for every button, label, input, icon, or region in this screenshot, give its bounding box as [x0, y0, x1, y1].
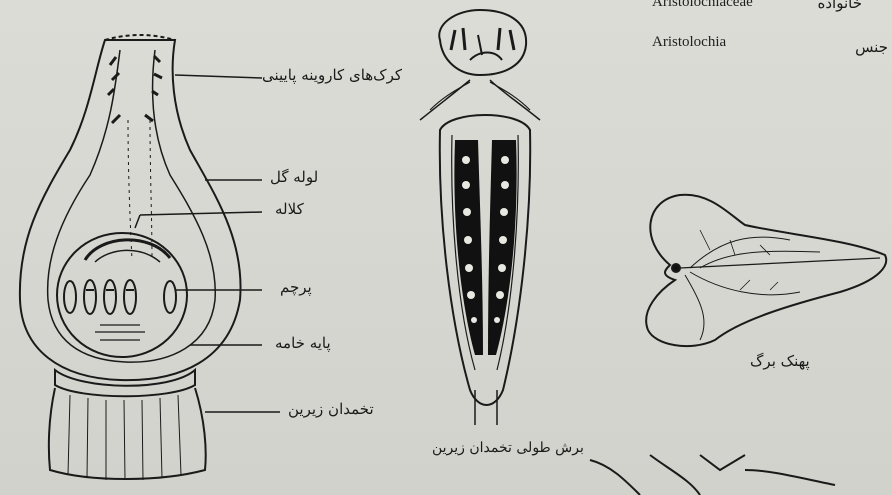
leaf-blade	[646, 195, 886, 346]
flower-outline	[20, 40, 241, 380]
label-glandular-hairs: کرک‌های کاروینه پایینی	[262, 66, 402, 84]
label-stigma: کلاله	[275, 200, 304, 218]
label-corolla-tube: لوله گل	[270, 168, 318, 186]
family-label: خانواده	[818, 0, 862, 12]
label-stamen: پرچم	[280, 278, 312, 296]
corolla-tube-inner	[48, 50, 216, 362]
label-lower-ovary: تخمدان زیرین	[288, 400, 374, 418]
lower-ovary	[49, 388, 206, 479]
plant-sketch	[590, 455, 835, 495]
section-caption: برش طولی تخمدان زیرین	[432, 440, 584, 456]
genus-latin-name: Aristolochia	[652, 34, 726, 51]
genus-label: جنس	[855, 38, 888, 56]
family-latin-name: Aristolochiaceae	[652, 0, 753, 11]
leaf-caption: پهنک برگ	[750, 352, 810, 370]
label-ovary-base: پایه خامه	[275, 334, 331, 352]
